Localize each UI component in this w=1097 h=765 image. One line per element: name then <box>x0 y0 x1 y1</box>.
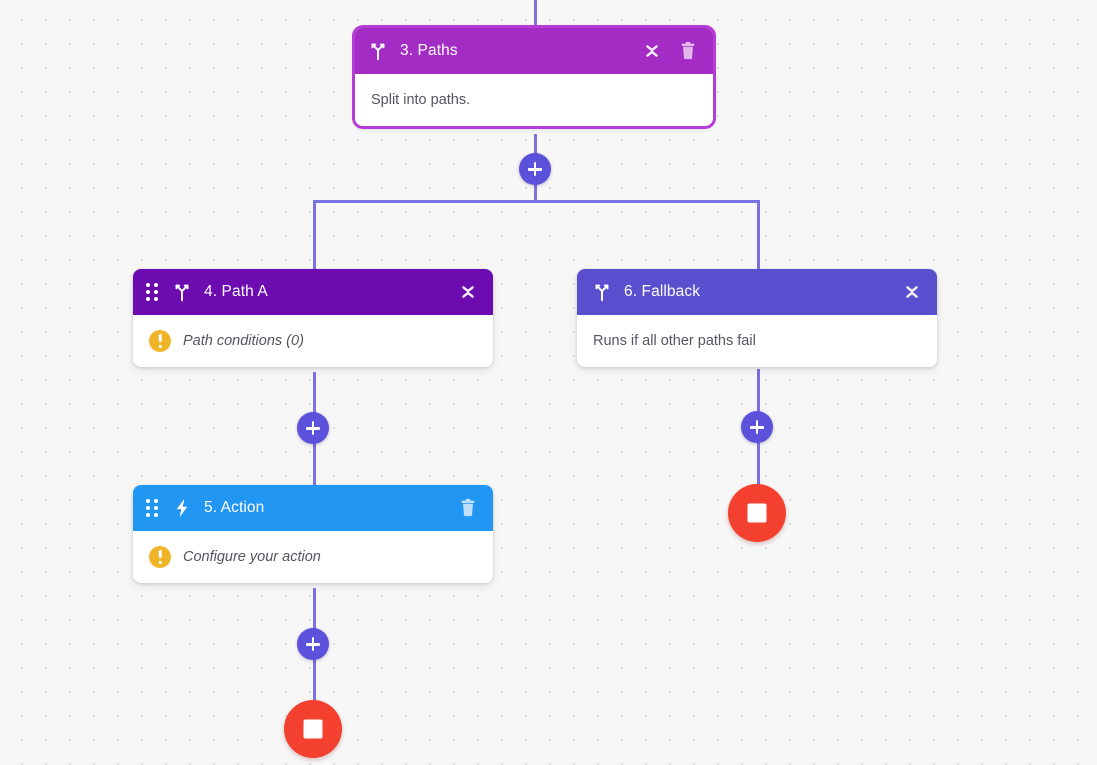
node-path-a-body-text: Path conditions (0) <box>183 333 304 349</box>
node-fallback-body[interactable]: Runs if all other paths fail <box>577 315 937 367</box>
node-fallback[interactable]: 6. Fallback Runs if all other paths fail <box>577 269 937 367</box>
edge-add-to-bus <box>534 184 537 202</box>
node-paths-title: 3. Paths <box>400 42 458 59</box>
node-paths-header[interactable]: 3. Paths <box>355 28 713 74</box>
edge-bus-to-path-a <box>313 200 316 272</box>
edge-add-to-action <box>313 440 316 488</box>
add-step-button-after-path-a[interactable] <box>297 412 329 444</box>
node-path-a[interactable]: 4. Path A Path conditions (0) <box>133 269 493 367</box>
add-step-button-after-paths[interactable] <box>519 153 551 185</box>
node-fallback-header[interactable]: 6. Fallback <box>577 269 937 315</box>
edge-fallback-to-add <box>757 369 760 441</box>
node-fallback-body-text: Runs if all other paths fail <box>593 333 756 349</box>
edge-add-to-stop-left <box>313 656 316 704</box>
delete-icon[interactable] <box>457 497 479 519</box>
node-paths[interactable]: 3. Paths Split into paths. <box>355 28 713 126</box>
add-step-button-after-action[interactable] <box>297 628 329 660</box>
lightning-bolt-icon <box>171 497 193 519</box>
node-action-body-text: Configure your action <box>183 549 321 565</box>
stop-button-path-a-branch[interactable] <box>284 700 342 758</box>
paths-branch-icon <box>171 281 193 303</box>
warning-icon <box>149 546 171 568</box>
node-paths-body[interactable]: Split into paths. <box>355 74 713 126</box>
drag-handle-icon[interactable] <box>145 283 159 301</box>
collapse-icon[interactable] <box>457 281 479 303</box>
edge-add-to-stop-right <box>757 438 760 488</box>
edge-bus-to-fallback <box>757 200 760 272</box>
edge-action-to-add <box>313 588 316 660</box>
node-path-a-title: 4. Path A <box>204 283 268 300</box>
paths-branch-icon <box>367 40 389 62</box>
node-paths-body-text: Split into paths. <box>371 92 471 108</box>
warning-icon <box>149 330 171 352</box>
edge-path-a-to-add <box>313 372 316 444</box>
delete-icon[interactable] <box>677 40 699 62</box>
edge-incoming-to-paths <box>534 0 537 28</box>
node-fallback-title: 6. Fallback <box>624 283 701 300</box>
node-action-body[interactable]: Configure your action <box>133 531 493 583</box>
node-action-header[interactable]: 5. Action <box>133 485 493 531</box>
stop-button-fallback-branch[interactable] <box>728 484 786 542</box>
collapse-icon[interactable] <box>901 281 923 303</box>
node-path-a-header[interactable]: 4. Path A <box>133 269 493 315</box>
drag-handle-icon[interactable] <box>145 499 159 517</box>
node-action[interactable]: 5. Action Configure your action <box>133 485 493 583</box>
edge-branch-bus <box>313 200 760 203</box>
add-step-button-after-fallback[interactable] <box>741 411 773 443</box>
paths-branch-icon <box>591 281 613 303</box>
node-path-a-body[interactable]: Path conditions (0) <box>133 315 493 367</box>
collapse-icon[interactable] <box>641 40 663 62</box>
node-action-title: 5. Action <box>204 499 265 516</box>
edge-paths-to-add <box>534 134 537 170</box>
